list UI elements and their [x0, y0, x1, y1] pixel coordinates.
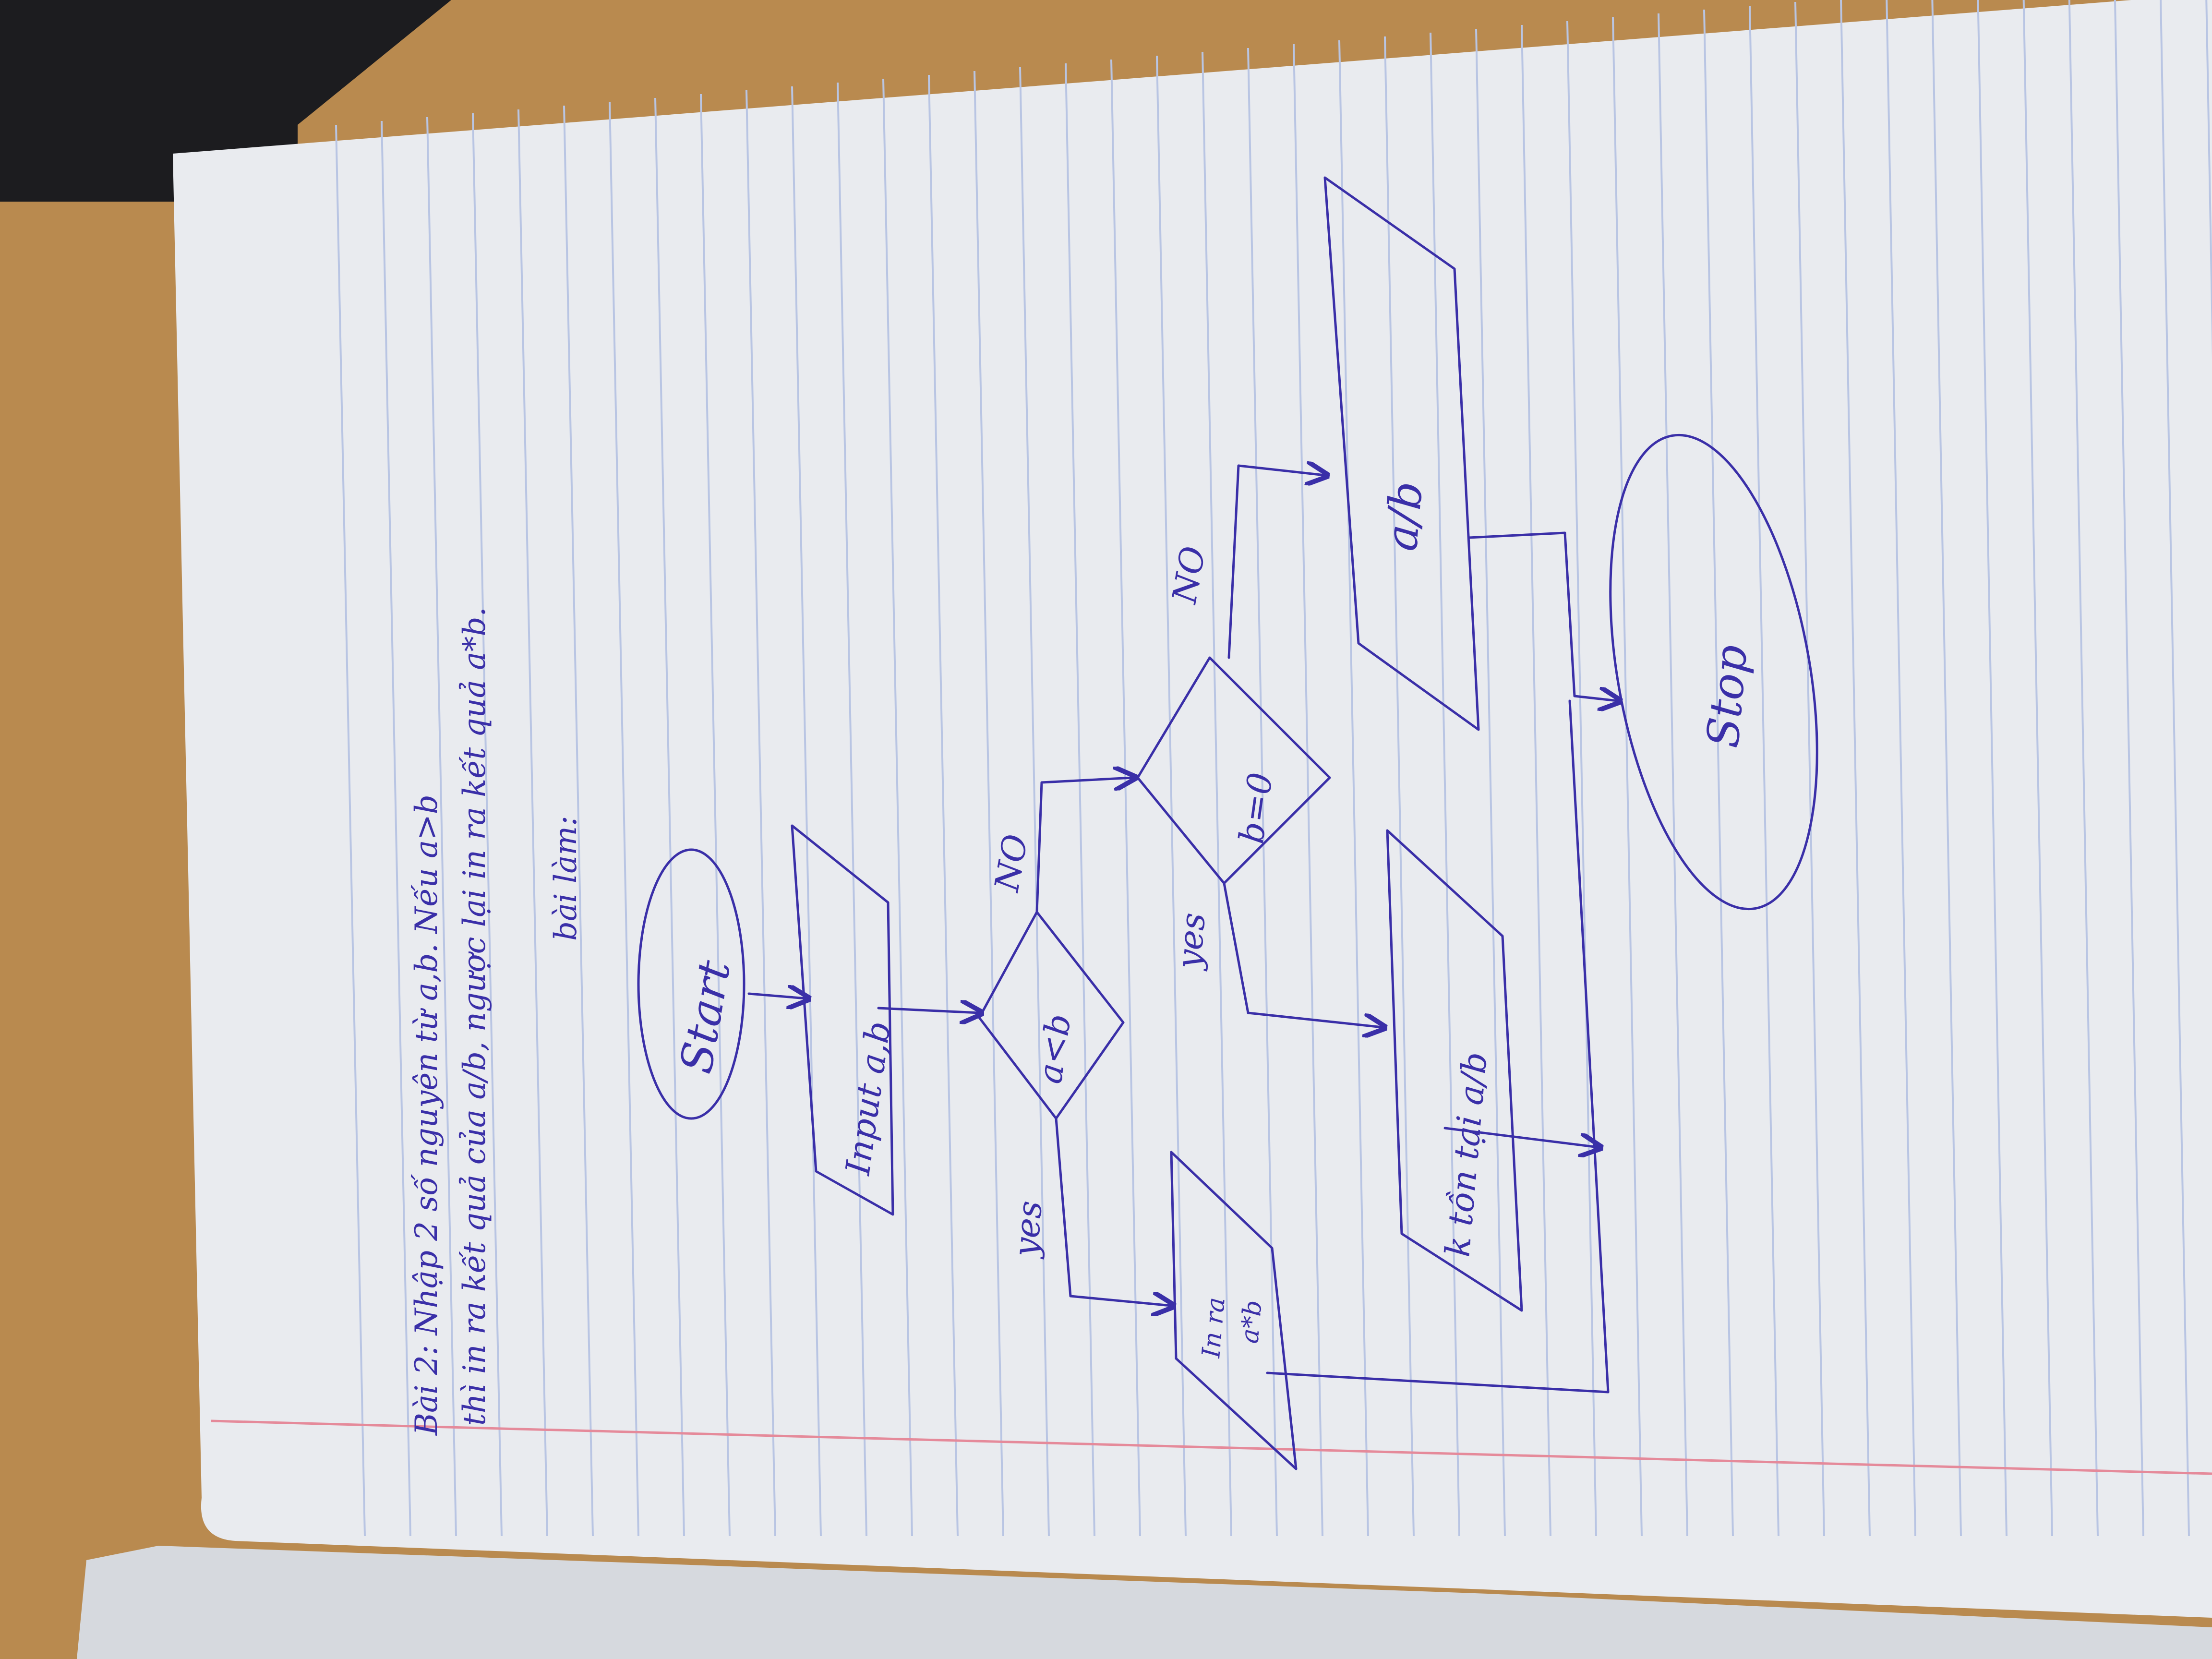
rule-line	[335, 124, 366, 1537]
rule-line	[2022, 0, 2053, 1537]
decision2-label: b=0	[1232, 770, 1281, 846]
connector-input-decision1	[877, 1008, 979, 1013]
rule-lines	[335, 0, 2212, 1537]
rule-line	[1521, 24, 1551, 1537]
connector-decision1-no	[1035, 778, 1133, 914]
rule-line	[1430, 32, 1460, 1537]
rule-line	[1977, 0, 2008, 1537]
start-terminal	[637, 848, 745, 1120]
rule-line	[1475, 28, 1506, 1537]
rule-line	[426, 117, 457, 1537]
rule-line	[1384, 36, 1415, 1537]
rule-line	[2114, 0, 2144, 1537]
rule-line	[745, 90, 776, 1537]
rule-line	[1749, 5, 1779, 1537]
connector-undef-merge	[1443, 1127, 1599, 1147]
output-yes-line2: a*b	[1235, 1299, 1268, 1345]
rule-line	[563, 105, 594, 1537]
rule-line	[974, 71, 1004, 1537]
stop-label: Stop	[1697, 643, 1757, 750]
notebook-page	[173, 0, 2212, 1618]
input-parallelogram	[791, 824, 894, 1216]
rule-line	[1156, 55, 1187, 1537]
output-yes-parallelogram	[1170, 1151, 1298, 1470]
rule-line	[1658, 13, 1688, 1537]
dark-object-edge	[0, 0, 451, 202]
connector-decision2-yes	[1223, 882, 1382, 1027]
decision2-diamond	[1136, 656, 1331, 885]
output-yes-line1: In ra	[1197, 1296, 1231, 1359]
header-line-2: thì in ra kết quả của a/b, ngược lại in …	[457, 607, 493, 1426]
rule-line	[1019, 67, 1050, 1537]
output-undef-parallelogram	[1386, 829, 1523, 1312]
rule-line	[609, 101, 639, 1537]
header-line-3: bài làm:	[548, 816, 584, 941]
decision1-diamond	[978, 911, 1125, 1120]
rule-line	[381, 120, 411, 1537]
rule-line	[1612, 17, 1643, 1537]
rule-line	[472, 113, 503, 1537]
rule-line	[882, 78, 913, 1537]
rule-line	[1886, 0, 1916, 1537]
connector-div-merge	[1467, 531, 1618, 701]
decision1-yes-label: yes	[1006, 1199, 1050, 1260]
output-div-parallelogram	[1323, 176, 1480, 731]
rule-line	[1247, 48, 1278, 1537]
margin-line	[211, 1419, 2212, 1475]
header-line-1: Bài 2: Nhập 2 số nguyên từ a,b. Nếu a>b	[409, 794, 445, 1436]
rule-line	[2160, 0, 2190, 1537]
rule-line	[2205, 0, 2212, 360]
rule-line	[837, 82, 867, 1537]
decision2-yes-label: yes	[1169, 911, 1213, 972]
rule-line	[654, 97, 685, 1537]
rule-line	[791, 86, 822, 1537]
rule-line	[1703, 9, 1734, 1537]
rule-line	[1794, 1, 1825, 1537]
header-note: Bài 2: Nhập 2 số nguyên từ a,b. Nếu a>b …	[409, 607, 584, 1436]
stop-terminal	[1609, 433, 1818, 911]
rule-line	[1110, 59, 1141, 1537]
rule-line	[1566, 21, 1597, 1537]
rule-line	[1840, 0, 1871, 1537]
decision1-label: a<b	[1030, 1011, 1079, 1086]
rule-line	[2068, 0, 2099, 1537]
lower-notebook-page	[77, 1546, 2212, 1659]
output-div-label: a/b	[1375, 479, 1432, 553]
rule-line	[1202, 51, 1232, 1537]
connector-output-yes-merge	[1266, 699, 1610, 1394]
rule-line	[928, 74, 959, 1537]
rule-line	[517, 109, 548, 1537]
connector-decision1-yes	[1055, 1117, 1171, 1306]
connector-start-input	[747, 994, 806, 998]
rule-line	[1338, 40, 1369, 1537]
rule-line	[1065, 63, 1095, 1537]
rule-line	[700, 94, 731, 1537]
rule-line	[1293, 44, 1323, 1537]
rule-line	[1931, 0, 1962, 1537]
connector-decision2-no	[1227, 466, 1325, 659]
